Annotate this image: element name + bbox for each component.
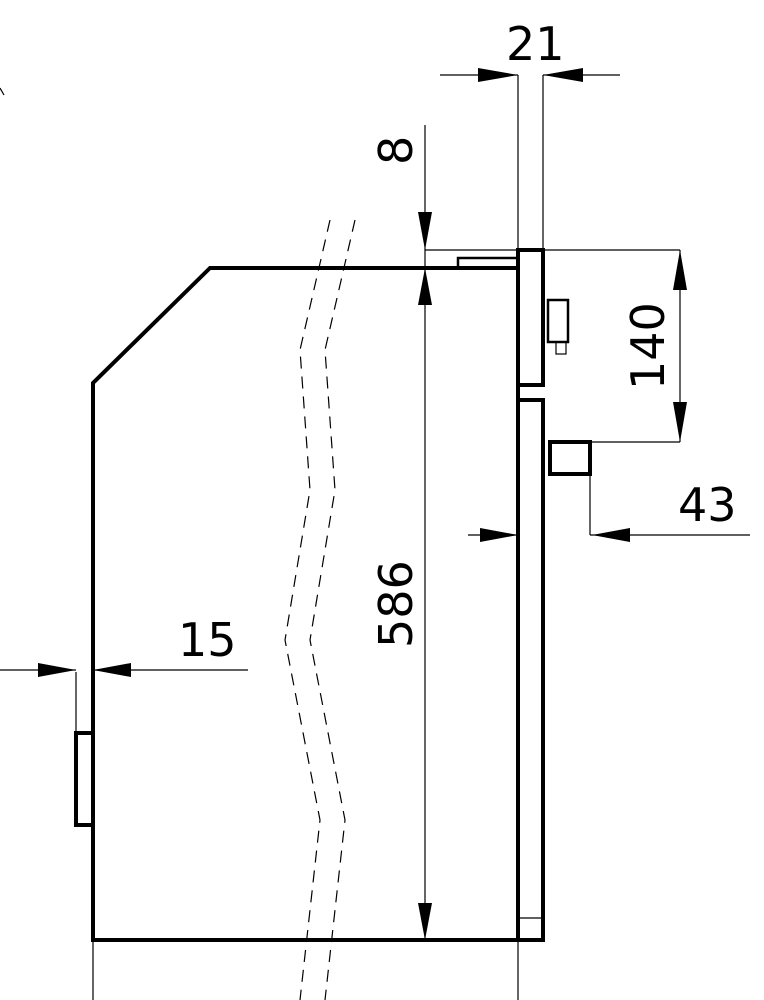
side-hinge — [74, 731, 95, 827]
top-rail-bracket — [456, 256, 518, 268]
dim-8-arrow — [418, 212, 432, 250]
dim-43-arrow-right — [592, 528, 630, 542]
upper-latch-base — [555, 341, 567, 355]
dim-15-arrow-left — [38, 663, 76, 677]
front-panel-lower — [516, 398, 545, 942]
dim-586-arrow-top — [418, 268, 432, 305]
dim-140-arrow-top — [673, 250, 687, 290]
dim-43-label: 43 — [678, 478, 737, 532]
break-line-left — [284, 219, 331, 1000]
dim-15-arrow-right — [93, 663, 131, 677]
dim-8-label: 8 — [369, 136, 423, 165]
dim-21-arrow-right — [543, 68, 583, 82]
dim-586-arrow-bottom — [418, 903, 432, 940]
dim-21-label: 21 — [506, 17, 565, 71]
dim-140-arrow-bottom — [673, 402, 687, 442]
upper-latch — [546, 298, 570, 344]
dim-43-arrow-left — [480, 528, 518, 542]
lower-handle — [548, 440, 592, 476]
dim-15-label: 15 — [178, 613, 237, 667]
dim-140-label: 140 — [621, 302, 675, 390]
break-line-right — [309, 219, 356, 1000]
edge-mark — [0, 87, 5, 96]
cabinet-body-outline — [91, 266, 520, 942]
dim-21-arrow-left — [478, 68, 518, 82]
dim-586-label: 586 — [369, 560, 423, 648]
front-panel-upper — [516, 248, 545, 387]
